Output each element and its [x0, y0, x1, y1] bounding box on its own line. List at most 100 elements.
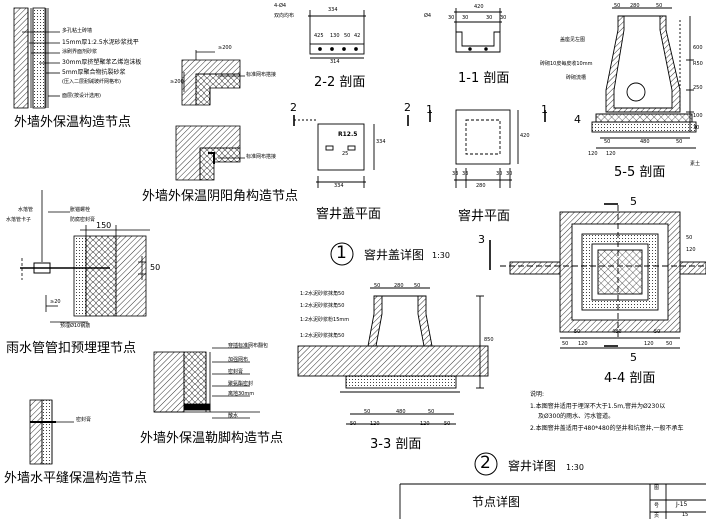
title-block-page: 15: [682, 512, 689, 518]
cut-mark-5: 5: [630, 351, 637, 364]
caption-well-plan: 窨井平面: [458, 209, 511, 224]
cover-radius: R12.5: [338, 131, 358, 138]
s11-part: 30: [448, 15, 455, 21]
plinth-note: 密封膏: [228, 369, 244, 375]
caption-cover-plan: 窨井盖平面: [316, 207, 382, 222]
pipe-dim: 50: [150, 263, 161, 272]
plinth-note: 散水: [228, 413, 239, 419]
pipe-dim: ≥20: [50, 299, 61, 305]
caption-rain-pipe: 雨水管管扣预埋理节点: [6, 341, 137, 356]
detail-scale-1: 1:30: [432, 251, 450, 260]
wall-note: 涂刷界面剂砂浆: [62, 49, 98, 55]
well-bottom: 33: [462, 171, 469, 177]
title-block-label: 号: [654, 503, 660, 509]
s33-sub: 120: [420, 421, 430, 427]
s55-right: 600: [693, 45, 703, 51]
s33-note: 1:2水泥砂浆抹角50: [300, 333, 345, 339]
section-11-drawing: [454, 8, 502, 53]
title-block-page-label: 页: [654, 513, 660, 519]
corner-dim: ≥200: [170, 79, 184, 85]
cut-mark-2: 2: [290, 101, 297, 114]
wall-note: 多孔粘土砖墙: [62, 28, 93, 34]
s22-part: 130: [330, 33, 340, 39]
plinth-note: 离地30mm: [228, 391, 255, 397]
corner-dim: ≥200: [218, 45, 232, 51]
s55-top: 50: [656, 3, 663, 9]
s55-bottom: 50: [604, 139, 611, 145]
s33-note: 1:2水泥砂浆粉15mm: [300, 317, 350, 323]
well-height: 420: [520, 133, 530, 139]
caption-section-55: 5-5 剖面: [614, 165, 666, 180]
detail-scale-2: 1:30: [566, 463, 584, 472]
s44-bottom: 480: [612, 329, 622, 335]
well-plan-drawing: [429, 109, 546, 188]
caption-section-22: 2-2 剖面: [314, 75, 366, 90]
joint-note: 密封膏: [76, 417, 92, 423]
s44-bottom: 50: [654, 329, 661, 335]
detail-number-1: 1: [336, 243, 347, 263]
s44-side: 120: [686, 247, 696, 253]
s22-width: 334: [328, 7, 338, 13]
detail-markers: [330, 242, 498, 476]
title-block-code: J-15: [676, 501, 688, 508]
horizontal-joint-detail: [29, 399, 74, 465]
s11-part: 30: [486, 15, 493, 21]
detail-title-1: 窨井盖详图: [364, 248, 425, 262]
well-bottom: 30: [496, 171, 503, 177]
wall-note: 30mm厚挤塑聚苯乙烯泡沫板: [62, 59, 142, 66]
s33-bottom: 50: [428, 409, 435, 415]
s44-bottom: 50: [574, 329, 581, 335]
plinth-note: 穿插标准网布翻包: [228, 343, 269, 349]
s55-bottom: 480: [640, 139, 650, 145]
well-bottom: 30: [506, 171, 513, 177]
corner-detail-upper: [181, 50, 245, 106]
s55-right: R50: [693, 61, 703, 67]
pipe-note: 水落管: [18, 207, 34, 213]
s22-part: 42: [354, 33, 361, 39]
well-bottom: 33: [452, 171, 459, 177]
s33-bottom: 50: [364, 409, 371, 415]
plinth-note: 聚氨酯密封: [228, 381, 254, 387]
s55-right: 250: [693, 85, 703, 91]
notes-item: 2.本图窨井盖适用于480*480的坚井和坑窨井,一般不承车: [530, 425, 684, 432]
s55-note: 素土: [690, 161, 701, 167]
pipe-note: 防腐密封膏: [70, 217, 96, 223]
caption-plinth: 外墙外保温勒脚构造节点: [140, 431, 284, 446]
corner-mesh-note: 标准网布搭接: [246, 72, 277, 78]
s33-note: 1:2水泥砂浆抹角50: [300, 303, 345, 309]
cut-mark-5: 5: [630, 195, 637, 208]
rain-pipe-detail: [20, 190, 150, 323]
pipe-note: 水落管卡子: [6, 217, 32, 223]
caption-section-44: 4-4 剖面: [604, 371, 656, 386]
s22-part: 425: [314, 33, 324, 39]
s33-top: 280: [394, 283, 404, 289]
cover-width: 334: [334, 183, 344, 189]
s33-sub: 50: [444, 421, 451, 427]
caption-wall-insulation: 外墙外保温构造节点: [14, 115, 132, 130]
wall-note: 15mm厚1:2.5水泥砂浆找平: [62, 39, 139, 46]
s33-height: 850: [484, 337, 494, 343]
s55-top: 280: [630, 3, 640, 9]
s22-part: 50: [344, 33, 351, 39]
s33-top: 50: [414, 283, 421, 289]
s55-note: 砖砌流槽: [566, 75, 587, 81]
s55-sub: 120: [606, 151, 616, 157]
section-55-drawing: [591, 7, 697, 149]
pipe-note: 预埋Ø10钢筋: [60, 323, 91, 329]
wall-note: 5mm厚聚合物抗裂砂浆: [62, 69, 126, 76]
corner-detail-lower: [175, 125, 245, 181]
s11-part: 30: [500, 15, 507, 21]
cut-mark-4: 4: [574, 113, 581, 126]
notes-item: 1.本图窨井适用于埋深不大于1.5m,窨井为Ø230以: [530, 403, 666, 410]
s55-note: 盖座见左图: [560, 37, 586, 43]
s33-sub: 50: [350, 421, 357, 427]
wall-note: 面层(按设计选用): [62, 93, 101, 99]
s55-sub: 120: [588, 151, 598, 157]
caption-yin-yang-corner: 外墙外保温阴阳角构造节点: [142, 189, 299, 204]
s44-sub: 50: [666, 341, 673, 347]
section-22-drawing: [308, 10, 366, 59]
title-block-label: 图: [654, 485, 660, 491]
s11-rebar: Ø4: [424, 13, 432, 19]
caption-section-11: 1-1 剖面: [458, 71, 510, 86]
